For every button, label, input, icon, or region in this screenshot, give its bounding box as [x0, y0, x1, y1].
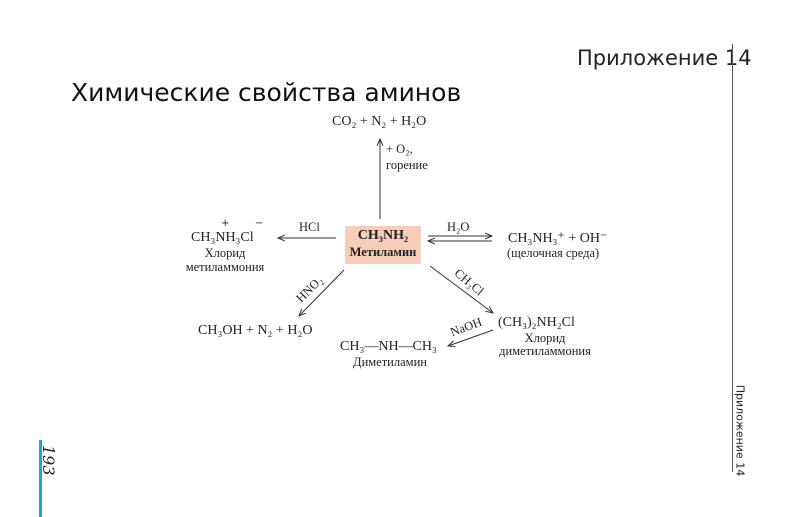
- methylamine-box: [345, 226, 421, 264]
- dimethylamine-name: Диметиламин: [353, 355, 427, 369]
- ch3cl-product-name-1: Хлорид: [524, 331, 566, 345]
- accent-bar: [39, 440, 42, 517]
- arrow-ch3cl: [429, 265, 493, 313]
- ch3cl-product-name-2: диметиламмония: [499, 344, 591, 358]
- water-note: (щелочная среда): [507, 246, 600, 260]
- combustion-products: CO₂ + N₂ + H₂O: [332, 114, 427, 129]
- hcl-reagent: HCl: [299, 220, 320, 234]
- methylamine-formula: CH₃NH₂: [357, 228, 409, 243]
- ch3cl-product: (CH₃)₂NH₂Cl: [498, 315, 575, 330]
- combustion-condition: горение: [386, 158, 428, 172]
- combustion-reagent: + O₂,: [386, 142, 413, 156]
- hcl-product: CH₃NH₃Cl: [191, 230, 254, 245]
- hcl-product-name-2: метиламмония: [185, 260, 265, 274]
- page-title: Химические свойства аминов: [71, 78, 462, 107]
- water-reagent: H₂O: [447, 220, 470, 234]
- dimethylamine-formula: CH₃—NH—CH₃: [340, 339, 437, 354]
- arrow-naoh: [448, 329, 494, 346]
- hcl-product-charges: + −: [221, 218, 264, 229]
- methylamine-name: Метиламин: [349, 245, 417, 259]
- appendix-heading: Приложение 14: [577, 46, 752, 70]
- hcl-product-name-1: Хлорид: [204, 246, 246, 260]
- hno2-products: CH₃OH + N₂ + H₂O: [198, 323, 313, 338]
- arrow-hno2: [299, 269, 345, 316]
- water-products: CH₃NH₃⁺ + OH⁻: [508, 231, 608, 246]
- right-rule: [732, 44, 733, 472]
